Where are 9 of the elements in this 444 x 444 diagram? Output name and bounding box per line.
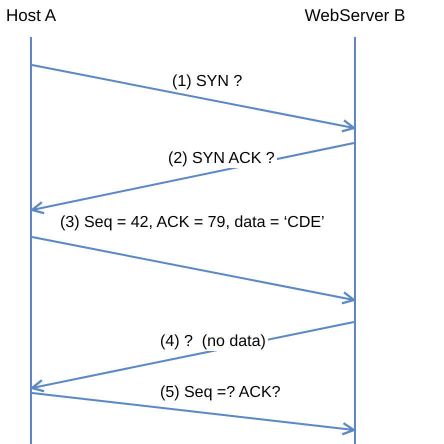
edge-label: (5) Seq =? ACK? [158, 384, 283, 402]
message-arrow [30, 142, 354, 214]
message-arrow [32, 64, 356, 132]
edge-label: (3) Seq = 42, ACK = 79, data = ‘CDE’ [58, 214, 327, 232]
edge-label: (4) ? (no data) [158, 333, 268, 351]
message-arrow [32, 392, 356, 436]
message-arrow [32, 236, 356, 304]
edge-label: (1) SYN ? [170, 73, 244, 91]
edge-label: (2) SYN ACK ? [166, 150, 277, 168]
